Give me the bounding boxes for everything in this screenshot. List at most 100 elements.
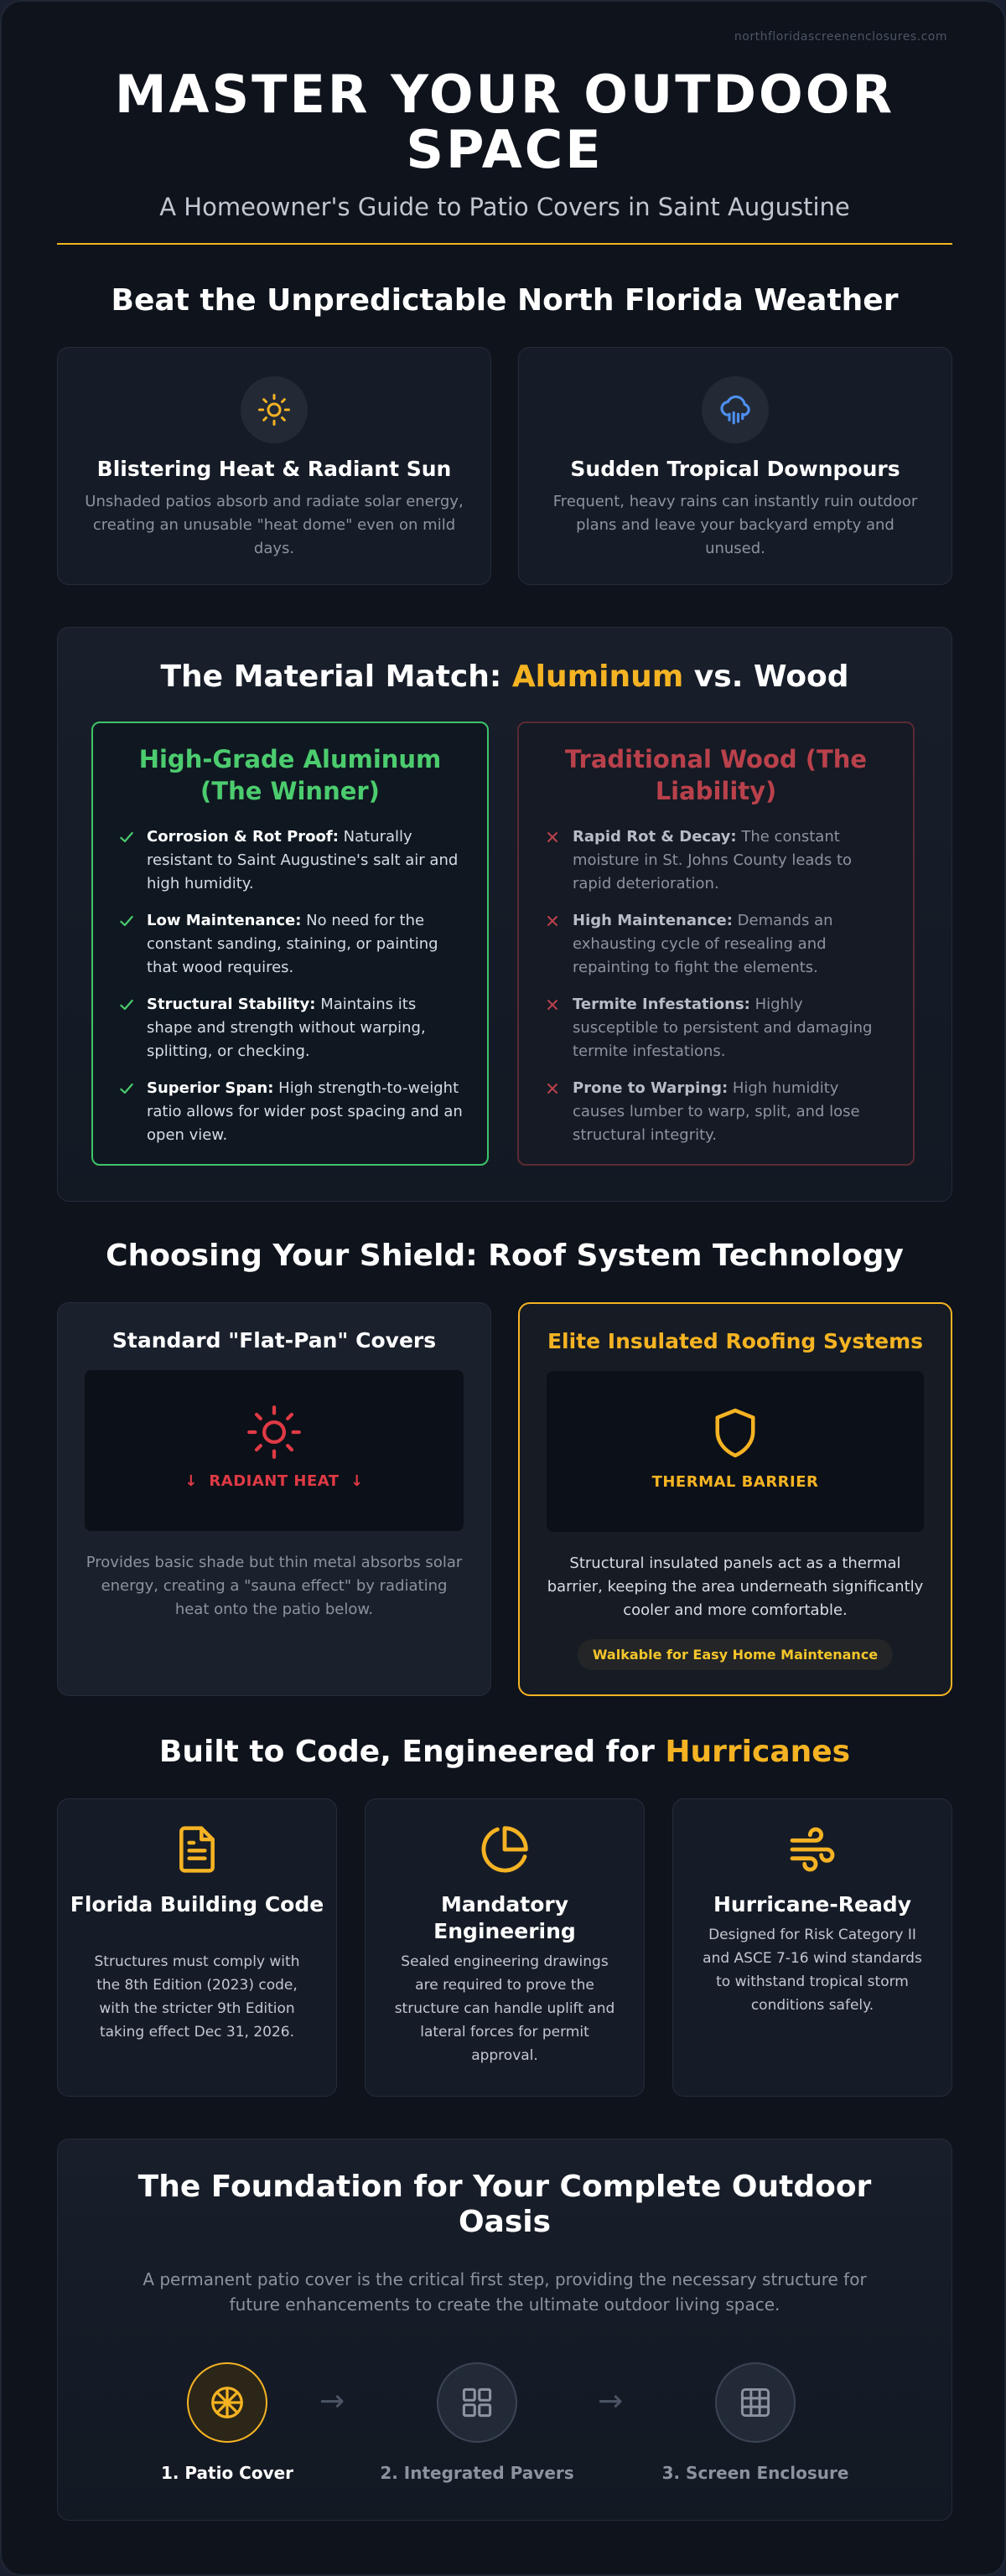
page-title-line-1: MASTER YOUR OUTDOOR [114,64,895,125]
item-text: Demands an exhausting cycle of resealing… [573,912,833,976]
check-icon [120,915,133,927]
check-icon [120,831,133,843]
list-item: Rapid Rot & Decay: The constant moisture… [541,825,891,896]
pie-chart-icon [481,1826,528,1873]
x-mark-icon [547,832,557,842]
document-icon [179,1826,215,1873]
x-mark-icon [547,1000,557,1010]
site-url[interactable]: northfloridascreenenclosures.com [734,30,947,44]
list-item: Prone to Warping: High humidity causes l… [541,1077,891,1147]
weather-section-title: Beat the Unpredictable North Florida Wea… [111,283,899,318]
item-term: High Maintenance: [573,912,733,929]
patio-cover-icon [211,2387,243,2418]
list-item: Corrosion & Rot Proof: Naturally resista… [115,825,465,896]
step-label: 3. Screen Enclosure [661,2463,849,2483]
item-text: High humidity causes lumber to warp, spl… [573,1079,860,1144]
radiant-heat-label: ↓ RADIANT HEAT ↓ [85,1472,464,1490]
list-item: Termite Infestations: Highly susceptible… [541,993,891,1063]
roof-section-title: Choosing Your Shield: Roof System Techno… [106,1239,904,1273]
wind-icon [790,1827,835,1872]
sun-icon [241,376,308,443]
aluminum-list: Corrosion & Rot Proof: Naturally resista… [115,825,465,1147]
arrow-down-icon: ↓ [184,1472,198,1490]
check-icon [120,999,133,1011]
code-card-desc: Structures must comply with the 8th Edit… [94,1953,300,2041]
item-term: Rapid Rot & Decay: [573,828,737,846]
code-card-desc: Designed for Risk Category II and ASCE 7… [703,1927,922,2014]
item-term: Structural Stability: [147,996,316,1013]
item-term: Superior Span: [147,1079,274,1097]
code-card-title: Hurricane-Ready [713,1892,912,1916]
materials-title-post: vs. Wood [683,660,849,694]
shield-icon [715,1408,755,1458]
page-title-line-2: SPACE [406,119,604,180]
hero: MASTER YOUR OUTDOOR SPACE A Homeowner's … [2,64,1004,222]
sun-icon [247,1405,301,1459]
arrow-right-icon: → [319,2384,345,2418]
item-text: Highly susceptible to persistent and dam… [573,996,873,1060]
code-card-engineering: Mandatory Engineering Sealed engineering… [365,1798,645,2097]
oasis-section: The Foundation for Your Complete Outdoor… [57,2139,952,2521]
arrow-down-icon: ↓ [350,1472,364,1490]
weather-card-desc: Frequent, heavy rains can instantly ruin… [552,493,918,557]
item-text: High strength-to-weight ratio allows for… [147,1079,463,1144]
step-integrated-pavers [437,2362,517,2443]
page-title: MASTER YOUR OUTDOOR SPACE [2,64,1004,180]
code-title-pre: Built to Code, Engineered for [158,1735,666,1769]
code-card-hurricane: Hurricane-Ready Designed for Risk Catego… [672,1798,952,2097]
item-term: Termite Infestations: [573,996,750,1013]
hero-divider [57,243,952,245]
x-mark-icon [547,1084,557,1094]
item-text: The constant moisture in St. Johns Count… [573,828,853,892]
roof-card-desc: Provides basic shade but thin metal abso… [86,1554,463,1618]
rain-cloud-icon [702,376,769,443]
step-patio-cover [187,2362,267,2443]
item-term: Low Maintenance: [147,912,302,929]
oasis-desc: A permanent patio cover is the critical … [143,2269,867,2315]
materials-title-accent: Aluminum [511,660,684,694]
item-term: Corrosion & Rot Proof: [147,828,339,846]
code-card-title: Florida Building Code [70,1892,324,1916]
list-item: Structural Stability: Maintains its shap… [115,993,465,1063]
roof-card-desc: Structural insulated panels act as a the… [547,1554,924,1619]
roof-card-standard: Standard "Flat-Pan" Covers ↓ RADIANT HEA… [57,1302,491,1696]
step-screen-enclosure [715,2362,796,2443]
weather-card-desc: Unshaded patios absorb and radiate solar… [85,493,464,557]
screen-enclosure-icon [740,2387,770,2418]
list-item: Low Maintenance: No need for the constan… [115,909,465,980]
step-label: 1. Patio Cover [160,2463,294,2483]
materials-title-pre: The Material Match: [160,660,512,694]
radiant-heat-panel: ↓ RADIANT HEAT ↓ [85,1370,464,1531]
roof-card-elite: Elite Insulated Roofing Systems THERMAL … [518,1302,952,1696]
thermal-barrier-panel: THERMAL BARRIER [547,1371,924,1532]
weather-card-heat: Blistering Heat & Radiant Sun Unshaded p… [57,347,491,585]
aluminum-column: High-Grade Aluminum (The Winner) Corrosi… [91,722,489,1166]
aluminum-heading: High-Grade Aluminum (The Winner) [138,745,442,805]
pavers-icon [462,2387,492,2418]
wood-column: Traditional Wood (The Liability) Rapid R… [517,722,915,1166]
item-text: Maintains its shape and strength without… [147,996,426,1060]
page-subtitle: A Homeowner's Guide to Patio Covers in S… [159,193,850,221]
code-card-title: Mandatory Engineering [433,1892,576,1943]
item-term: Prone to Warping: [573,1079,729,1097]
roof-card-title: Elite Insulated Roofing Systems [547,1329,924,1353]
materials-section-title: The Material Match: Aluminum vs. Wood [58,660,952,694]
walkable-badge: Walkable for Easy Home Maintenance [577,1639,894,1670]
oasis-title: The Foundation for Your Complete Outdoor… [137,2170,872,2239]
weather-card-title: Sudden Tropical Downpours [570,457,900,481]
code-section-title: Built to Code, Engineered for Hurricanes [2,1735,1004,1769]
weather-card-rain: Sudden Tropical Downpours Frequent, heav… [518,347,952,585]
thermal-barrier-label: THERMAL BARRIER [651,1473,819,1491]
code-card-building-code: Florida Building Code Structures must co… [57,1798,337,2097]
weather-card-title: Blistering Heat & Radiant Sun [96,457,452,481]
x-mark-icon [547,916,557,926]
code-card-desc: Sealed engineering drawings are required… [394,1953,615,2064]
wood-list: Rapid Rot & Decay: The constant moisture… [541,825,891,1147]
item-text: No need for the constant sanding, staini… [147,912,438,976]
step-label: 2. Integrated Pavers [380,2463,574,2483]
code-title-accent: Hurricanes [665,1735,851,1769]
list-item: Superior Span: High strength-to-weight r… [115,1077,465,1147]
wood-heading: Traditional Wood (The Liability) [564,745,868,805]
check-icon [120,1083,133,1094]
